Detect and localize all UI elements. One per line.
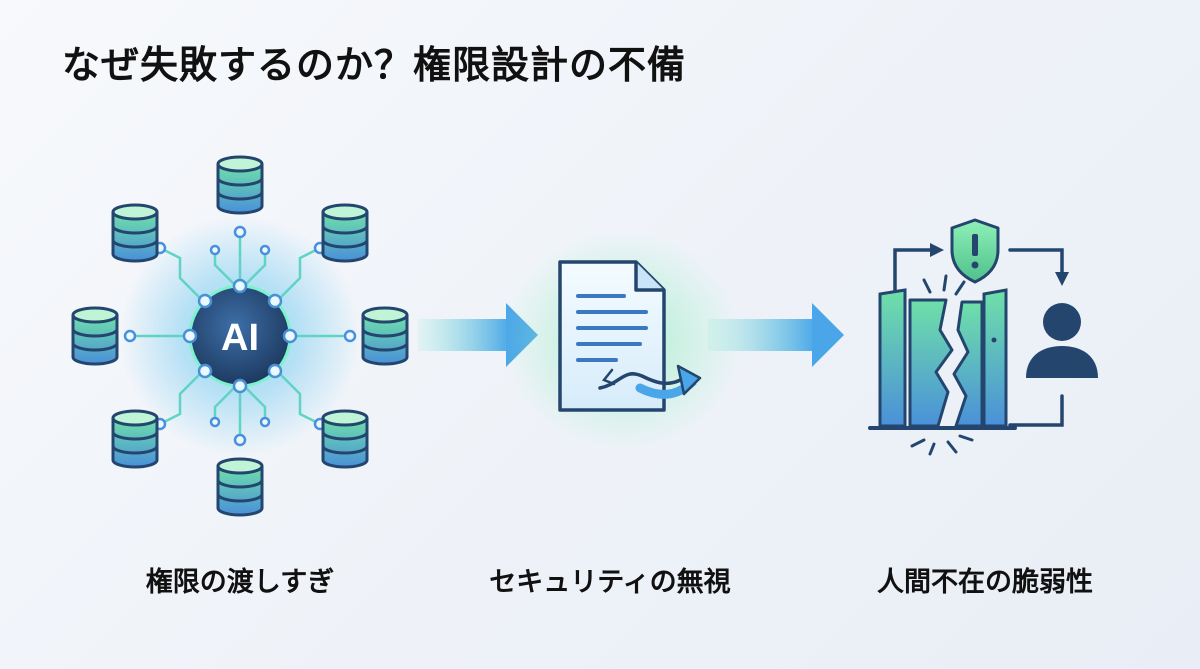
- database-icon: [321, 409, 369, 469]
- stage-label-security-ignored: セキュリティの無視: [489, 567, 731, 598]
- database-icon: [216, 155, 264, 215]
- page-title: なぜ失敗するのか？権限設計の不備: [62, 43, 687, 87]
- flow-arrow-2: [708, 303, 844, 367]
- database-icon: [361, 306, 409, 366]
- database-icon: [111, 409, 159, 469]
- person-icon: [1026, 303, 1098, 378]
- stage-label-over-permission: 権限の渡しすぎ: [145, 567, 335, 598]
- circuit-nodes: [123, 225, 357, 447]
- ai-hub-databases-icon: AI: [71, 155, 409, 517]
- document-bypass-icon: [502, 230, 742, 450]
- hub-text: AI: [221, 317, 259, 359]
- stage-label-human-absent: 人間不在の脆弱性: [877, 567, 1093, 598]
- broken-gate-icon: [868, 218, 1098, 456]
- database-icon: [216, 457, 264, 517]
- database-icon: [321, 203, 369, 263]
- database-icon: [71, 306, 119, 366]
- shield-warning-icon: [950, 218, 1000, 284]
- database-icon: [111, 203, 159, 263]
